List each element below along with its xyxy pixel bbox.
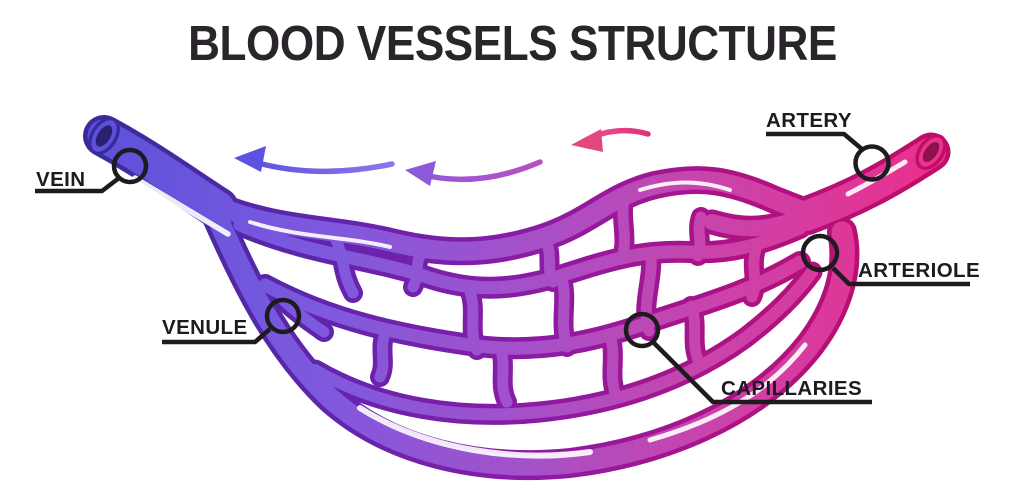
outer-bowl	[201, 195, 855, 476]
flow-arrows	[234, 127, 651, 186]
callout-venule: VENULE	[162, 297, 302, 345]
marker-circle-icon	[623, 311, 661, 349]
vein-opening	[88, 116, 120, 156]
label-venule: VENULE	[162, 316, 248, 339]
mesh-connectors	[278, 185, 762, 408]
marker-circle-icon	[800, 233, 840, 273]
marker-circle-icon	[111, 147, 149, 185]
arrowhead-left-icon	[234, 146, 266, 172]
mesh-row2	[258, 255, 807, 355]
vessel-fills	[87, 119, 946, 476]
arrowhead-left-icon	[405, 161, 436, 186]
label-artery: ARTERY	[766, 109, 852, 132]
callout-arteriole: ARTERIOLE	[800, 233, 980, 287]
flow-arrow-capillary	[405, 159, 543, 186]
artery-branch	[704, 208, 814, 237]
callout-capillaries: CAPILLARIES	[623, 311, 872, 405]
vessel-network	[83, 115, 951, 481]
callout-vein: VEIN	[35, 147, 149, 194]
marker-circle-icon	[264, 297, 302, 335]
page-title: BLOOD VESSELS STRUCTURE	[188, 17, 837, 71]
label-vein: VEIN	[36, 168, 85, 191]
arrowhead-left-icon	[571, 129, 603, 152]
flow-arrow-vein	[234, 146, 395, 175]
callouts: VEIN VENULE ARTERY ARTERIOLE CAPILLARIES	[35, 109, 980, 405]
mesh-row3	[309, 266, 818, 421]
artery-opening	[915, 133, 947, 171]
top-edge	[205, 170, 825, 261]
marker-circle-icon	[853, 144, 891, 182]
label-capillaries: CAPILLARIES	[721, 377, 862, 400]
callout-artery: ARTERY	[766, 109, 891, 182]
flow-arrow-artery	[571, 127, 651, 152]
label-arteriole: ARTERIOLE	[858, 259, 980, 282]
